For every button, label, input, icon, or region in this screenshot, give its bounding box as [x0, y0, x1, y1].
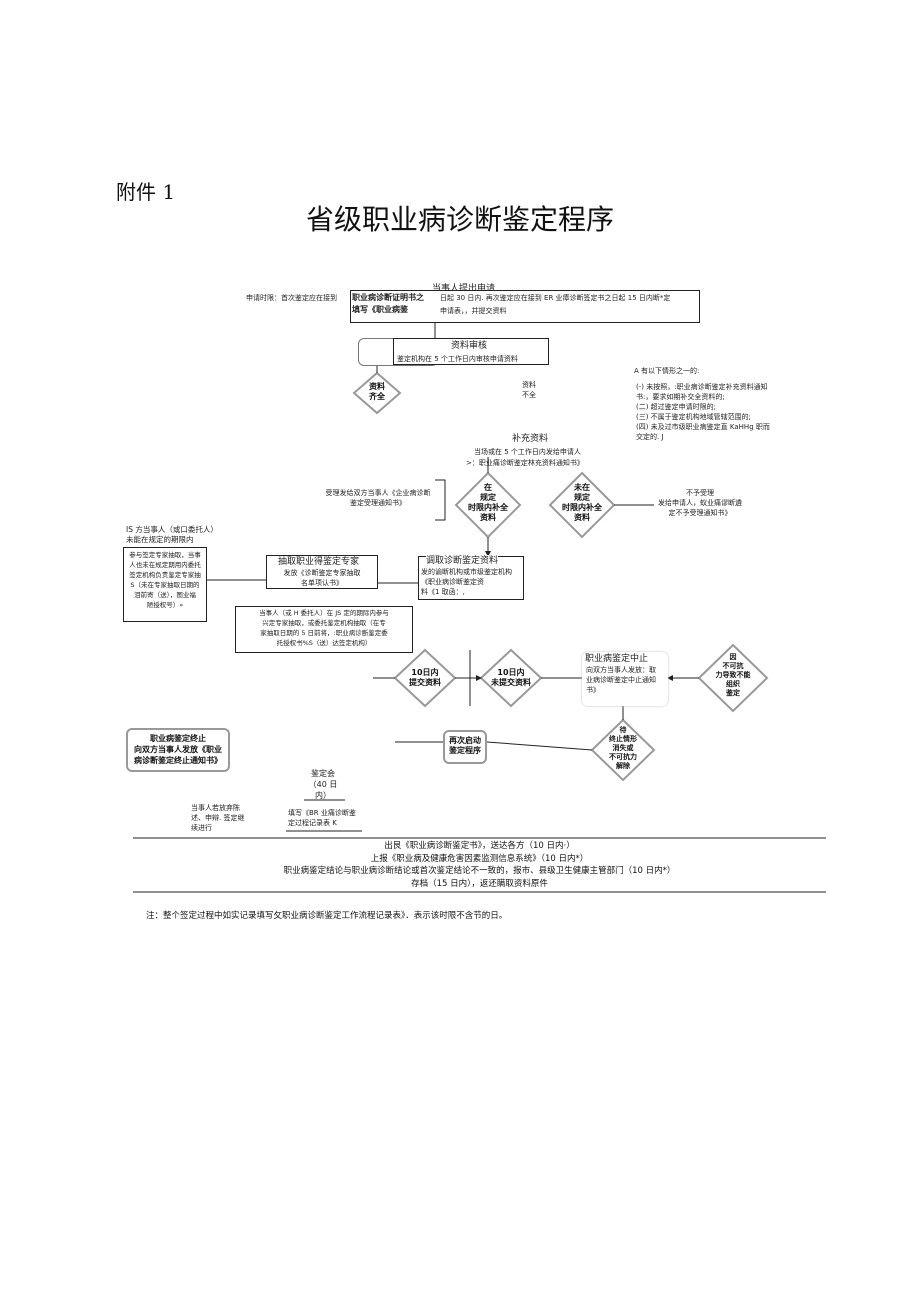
wait-label: 待 终止情形 消失或 不可抗力 解除 [609, 726, 637, 770]
d10-not-label: 10日内 未提交资料 [491, 668, 531, 687]
bottom-line: 职业病鉴定结论与职业病诊断结论或首次鉴定结论不一致的，报市、县级卫生健康主管部门… [283, 866, 676, 876]
supplement-line2: >：职业痛诊断鉴定林充资料通知书》 [466, 459, 584, 467]
in-time-label: 在 规定 时限内补全 资料 [468, 483, 508, 522]
not-in-time-label: 未在 规定 时限内补全 资料 [562, 483, 602, 522]
review-heading: 资料审核 [451, 341, 488, 351]
situation-item: (-) 未按照，:职业病诊断鉴定补充资料通知书:，要求如期补交全资料的; [636, 383, 768, 401]
apply-box-bold-line2: 填写《职业病鉴 [352, 304, 408, 315]
attachment-label: 附件 1 [116, 180, 176, 204]
restart-text: 再次启动 鉴定程序 [449, 736, 481, 755]
record-note: 填写《BR 业痛诊断鉴 定过程记录表 K [288, 809, 356, 827]
diamond-not-in-time [548, 471, 616, 539]
force-label: 因 不可抗 力导致不能 组织 鉴定 [715, 653, 751, 697]
diamond-force [697, 643, 769, 713]
restart-box [443, 730, 487, 764]
expert-text: 发放《诊断鉴定专家抽取 名单项认书》 [283, 569, 361, 587]
incomplete-label: 资料 不全 [522, 381, 536, 399]
apply-time-note: 申请时限：首次鉴定应在接到 [246, 294, 337, 302]
supplement-heading: 补充资料 [512, 434, 549, 444]
situations-list: (-) 未按照，:职业病诊断鉴定补充资料通知书:，要求如期补交全资料的; (二)… [636, 382, 770, 442]
complete-label: 资料 齐全 [369, 382, 385, 401]
reject-note: 不予受理 发给申请人，蚁业痛谬断遴 定不予受理通知书》 [658, 489, 742, 517]
situation-item: (二) 超过鉴定申请时限的; [636, 403, 717, 411]
committee-label: 鉴定会 （40 日 内） [308, 769, 338, 800]
retrieve-text: 发的谕断机构或市级鉴定机构 《职业病诊断鉴定资 料《1 取函：, [421, 568, 512, 596]
terminate-text: 职业病鉴定终止 向双方当事人发放《职业 病诊断鉴定终止通知书》 [134, 734, 222, 765]
suspend-box [582, 652, 668, 706]
bottom-line: 出艮《职业病诊断鉴定书》，送达各方（10 日内·） [384, 841, 575, 851]
deadline-left: IS 方当事人（或口委托人） 未能在规定的期限内 [126, 525, 218, 544]
terminate-box [126, 728, 230, 772]
apply-box-bold-line1: 职业病诊断证明书之 [352, 292, 424, 303]
diamond-wait [590, 718, 656, 782]
bottom-line: 上报《职业病及健康危害因素监测信息系统》（10 日内*） [370, 853, 589, 864]
situation-item: (三) 不属于鉴定机构地域管辖范围的; [636, 413, 752, 421]
bottom-line: 存档（15 日内），返还瞒取资料原件 [411, 878, 548, 889]
situation-item: (四) 未及过市级职业病鉴定直 KaHHg 职而交定的. J [636, 423, 770, 441]
party-box [235, 606, 413, 653]
expert-heading: 抽取职业得鉴定专家 [278, 557, 360, 567]
accept-note: 受理发给双方当事人《企业病诊断 鉴定受理通知书》 [325, 489, 431, 507]
retrieve-heading: 调取诊断鉴定资料 [426, 555, 499, 567]
d10-submit-label: 10日内 提交资料 [409, 668, 441, 687]
review-text: 鉴定机构在 5 个工作日内审核申请资料 [397, 355, 518, 363]
review-box [393, 338, 549, 365]
left-box-text: 参与签定专家抽取，当事 人也未在规定期用内委托 签定机构负责鉴定专家抽 S（未在… [129, 551, 201, 609]
apply-line2: 申请表，，并提交资料 [440, 307, 507, 315]
left-box [123, 547, 207, 622]
reapply-note: 当事人若放弃陈 述、申辩. 签定继 续进行 [191, 804, 245, 832]
bottom-summary: 出艮《职业病诊断鉴定书》，送达各方（10 日内·） 上报《职业病及健康危害因素监… [133, 840, 826, 890]
suspend-text: 向双方当事人发放：取 业病诊断鉴定中止通知 书》 [586, 666, 656, 694]
page-title: 省级职业病诊断鉴定程序 [305, 203, 614, 236]
suspend-heading: 职业病鉴定中止 [585, 654, 649, 664]
diamond-10-submit [393, 648, 457, 708]
expert-box [266, 555, 378, 589]
footnote: 注：整个签定过程中如实记录填写攵职业病诊断鉴定工作流程记录表》．表示该时限不含节… [146, 911, 508, 921]
situations-header: A 有以下情形之一的: [634, 367, 700, 375]
apply-line1: 日起 30 日内. 再次鉴定应在接到 ER 业瘴诊断签定书之日起 15 日内断*… [440, 294, 671, 302]
party-box-text: 当事人（或 H 委托人）在 JS 定的期际内参与 兴定专家抽取，或委托鉴定机构抽… [259, 609, 389, 647]
diamond-complete [352, 371, 402, 415]
supplement-line1: 当场或在 5 个工作日内发给申请人 [474, 448, 581, 456]
diamond-10-not [479, 648, 543, 708]
apply-heading: 当事人提出申请 [432, 284, 496, 294]
